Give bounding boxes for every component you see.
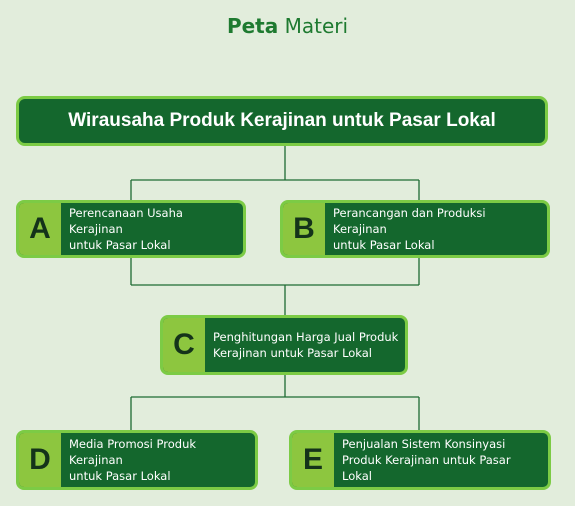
topic-b-line-1: Perancangan dan Produksi Kerajinan <box>333 206 486 236</box>
topic-label-b: Perancangan dan Produksi Kerajinan untuk… <box>325 203 547 255</box>
topic-box-e: E Penjualan Sistem Konsinyasi Produk Ker… <box>289 430 551 490</box>
topic-letter-c: C <box>163 318 205 372</box>
topic-c-line-2: Kerajinan untuk Pasar Lokal <box>213 346 373 360</box>
page-title-bold: Peta <box>226 14 279 38</box>
topic-label-e: Penjualan Sistem Konsinyasi Produk Keraj… <box>334 433 548 487</box>
topic-d-line-1: Media Promosi Produk Kerajinan <box>69 437 197 467</box>
topic-e-line-1: Penjualan Sistem Konsinyasi <box>342 437 506 451</box>
topic-box-a: A Perencanaan Usaha Kerajinan untuk Pasa… <box>16 200 246 258</box>
root-topic-box: Wirausaha Produk Kerajinan untuk Pasar L… <box>16 96 548 146</box>
topic-letter-e: E <box>292 433 334 487</box>
topic-box-b: B Perancangan dan Produksi Kerajinan unt… <box>280 200 550 258</box>
topic-box-c: C Penghitungan Harga Jual Produk Kerajin… <box>160 315 408 375</box>
page-title: Peta Materi <box>0 14 575 38</box>
topic-letter-d: D <box>19 433 61 487</box>
topic-c-line-1: Penghitungan Harga Jual Produk <box>213 330 399 344</box>
topic-label-c: Penghitungan Harga Jual Produk Kerajinan… <box>205 318 405 372</box>
root-topic-label: Wirausaha Produk Kerajinan untuk Pasar L… <box>68 110 496 131</box>
topic-b-line-2: untuk Pasar Lokal <box>333 238 435 252</box>
topic-e-line-2: Produk Kerajinan untuk Pasar Lokal <box>342 453 511 483</box>
topic-a-line-2: untuk Pasar Lokal <box>69 238 171 252</box>
page-title-rest: Materi <box>284 14 349 38</box>
topic-label-d: Media Promosi Produk Kerajinan untuk Pas… <box>61 433 255 487</box>
topic-d-line-2: untuk Pasar Lokal <box>69 469 171 483</box>
topic-letter-a: A <box>19 203 61 255</box>
topic-box-d: D Media Promosi Produk Kerajinan untuk P… <box>16 430 258 490</box>
topic-label-a: Perencanaan Usaha Kerajinan untuk Pasar … <box>61 203 243 255</box>
topic-a-line-1: Perencanaan Usaha Kerajinan <box>69 206 183 236</box>
topic-letter-b: B <box>283 203 325 255</box>
